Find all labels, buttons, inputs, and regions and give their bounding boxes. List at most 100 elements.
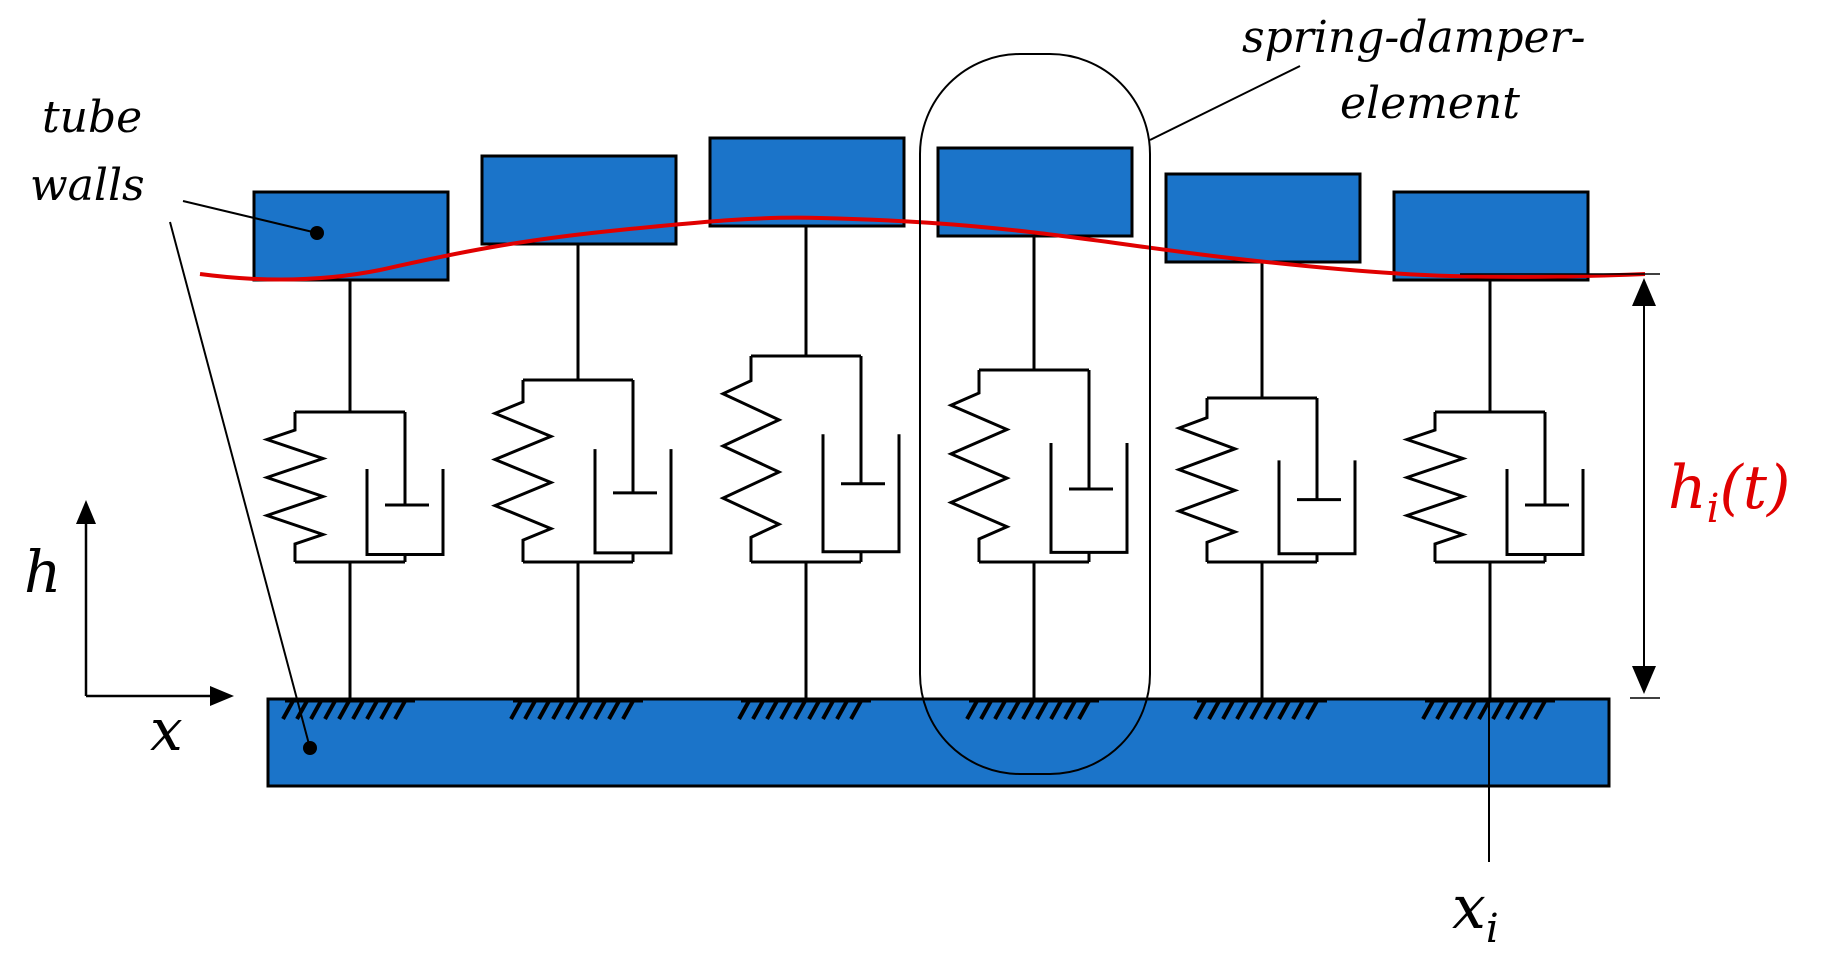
ground-hatch-stroke bbox=[551, 700, 565, 720]
ground-hatch-stroke bbox=[765, 700, 779, 720]
spring-icon bbox=[1402, 412, 1468, 562]
ground-hatch-stroke bbox=[1235, 700, 1249, 720]
ground-hatch-stroke bbox=[849, 700, 863, 720]
height-label-subscript: i bbox=[1707, 486, 1720, 532]
spring-icon bbox=[719, 356, 783, 562]
spring-damper-element bbox=[1392, 190, 1590, 699]
ground-hatch-stroke bbox=[1221, 700, 1235, 720]
ground-hatch-stroke bbox=[821, 700, 835, 720]
spring-damper-label-line2: element bbox=[1340, 78, 1520, 129]
ground-hatch-stroke bbox=[751, 700, 765, 720]
ground-hatch-stroke bbox=[737, 700, 751, 720]
top-wall-mass bbox=[1164, 172, 1362, 264]
ground-hatch bbox=[965, 699, 1099, 720]
top-wall-mass bbox=[252, 190, 450, 282]
ground-hatch-stroke bbox=[1077, 700, 1091, 720]
ground-hatch-stroke bbox=[537, 700, 551, 720]
spring-icon bbox=[262, 412, 328, 562]
ground-hatch-stroke bbox=[621, 700, 635, 720]
ground-hatch-stroke bbox=[1291, 700, 1305, 720]
ground-hatch-stroke bbox=[1449, 700, 1463, 720]
ground-hatch-stroke bbox=[1207, 700, 1221, 720]
ground-hatch-stroke bbox=[1007, 700, 1021, 720]
ground-hatch-stroke bbox=[393, 700, 407, 720]
ground-hatch-stroke bbox=[1477, 700, 1491, 720]
ground-hatch-stroke bbox=[1063, 700, 1077, 720]
leader-line-spring-damper bbox=[1149, 65, 1301, 141]
ground-hatch-stroke bbox=[1263, 700, 1277, 720]
ground-hatch-stroke bbox=[807, 700, 821, 720]
ground-hatch-stroke bbox=[1421, 700, 1435, 720]
spring-icon bbox=[491, 380, 555, 562]
spring-icon bbox=[1174, 398, 1240, 562]
wall-profile-curve bbox=[199, 215, 1646, 282]
leader-dot-bottom-wall bbox=[303, 741, 317, 755]
coordinate-axes bbox=[76, 500, 234, 706]
height-dimension-arrow bbox=[1460, 273, 1660, 699]
ground-hatch-stroke bbox=[1049, 700, 1063, 720]
highlighted-element-outline bbox=[919, 53, 1151, 775]
ground-hatch-stroke bbox=[337, 700, 351, 720]
ground-hatch bbox=[509, 699, 643, 720]
tube-walls-label-line2: walls bbox=[30, 160, 145, 211]
ground-hatch-stroke bbox=[1491, 700, 1505, 720]
ground-hatch-stroke bbox=[309, 700, 323, 720]
ground-hatch-stroke bbox=[379, 700, 393, 720]
ground-hatch-stroke bbox=[1277, 700, 1291, 720]
ground-hatch-stroke bbox=[607, 700, 621, 720]
spring-damper-element bbox=[708, 136, 906, 699]
ground-hatch-stroke bbox=[1435, 700, 1449, 720]
top-wall-mass bbox=[708, 136, 906, 228]
spring-damper-elements bbox=[252, 136, 1590, 699]
ground-hatch-stroke bbox=[1505, 700, 1519, 720]
ground-hatch-stroke bbox=[835, 700, 849, 720]
spring-icon bbox=[947, 370, 1011, 562]
ground-hatch-stroke bbox=[993, 700, 1007, 720]
ground-hatch-stroke bbox=[1305, 700, 1319, 720]
tube-walls-label-line1: tube bbox=[42, 92, 142, 143]
leader-line-top-wall bbox=[182, 200, 318, 234]
ground-hatch-stroke bbox=[1035, 700, 1049, 720]
ground-hatch-stroke bbox=[523, 700, 537, 720]
spring-damper-element bbox=[480, 154, 678, 699]
top-wall-mass bbox=[1392, 190, 1590, 282]
h-axis-label: h bbox=[24, 538, 61, 606]
height-label-argument: (t) bbox=[1719, 453, 1790, 523]
leader-line-bottom-wall bbox=[169, 221, 311, 749]
top-wall-mass bbox=[480, 154, 678, 246]
ground-hatch-stroke bbox=[323, 700, 337, 720]
ground-hatch-stroke bbox=[793, 700, 807, 720]
ground-hatch-stroke bbox=[779, 700, 793, 720]
bottom-tube-wall bbox=[266, 697, 1611, 788]
spring-damper-label-line1: spring-damper- bbox=[1242, 12, 1585, 63]
ground-hatching bbox=[281, 699, 1555, 720]
ground-hatch-stroke bbox=[1193, 700, 1207, 720]
ground-hatch bbox=[281, 699, 415, 720]
ground-hatch-stroke bbox=[1519, 700, 1533, 720]
xi-label: xi bbox=[1452, 873, 1499, 952]
ground-hatch-stroke bbox=[365, 700, 379, 720]
ground-hatch-stroke bbox=[281, 700, 295, 720]
xi-label-subscript: i bbox=[1486, 906, 1499, 952]
leader-dot-top-wall bbox=[310, 226, 324, 240]
ground-hatch-stroke bbox=[579, 700, 593, 720]
ground-hatch-stroke bbox=[1249, 700, 1263, 720]
ground-hatch-stroke bbox=[295, 700, 309, 720]
ground-hatch-stroke bbox=[509, 700, 523, 720]
spring-damper-element bbox=[936, 146, 1134, 699]
spring-damper-element bbox=[1164, 172, 1362, 699]
ground-hatch-stroke bbox=[979, 700, 993, 720]
ground-hatch-stroke bbox=[565, 700, 579, 720]
x-axis-label: x bbox=[150, 696, 183, 764]
top-wall-mass bbox=[936, 146, 1134, 238]
height-label-base: h bbox=[1668, 453, 1707, 523]
ground-hatch-stroke bbox=[1021, 700, 1035, 720]
ground-hatch-stroke bbox=[1533, 700, 1547, 720]
ground-hatch-stroke bbox=[1463, 700, 1477, 720]
ground-hatch-stroke bbox=[593, 700, 607, 720]
spring-damper-element bbox=[252, 190, 450, 699]
ground-hatch bbox=[737, 699, 871, 720]
ground-hatch-stroke bbox=[351, 700, 365, 720]
ground-hatch bbox=[1193, 699, 1327, 720]
